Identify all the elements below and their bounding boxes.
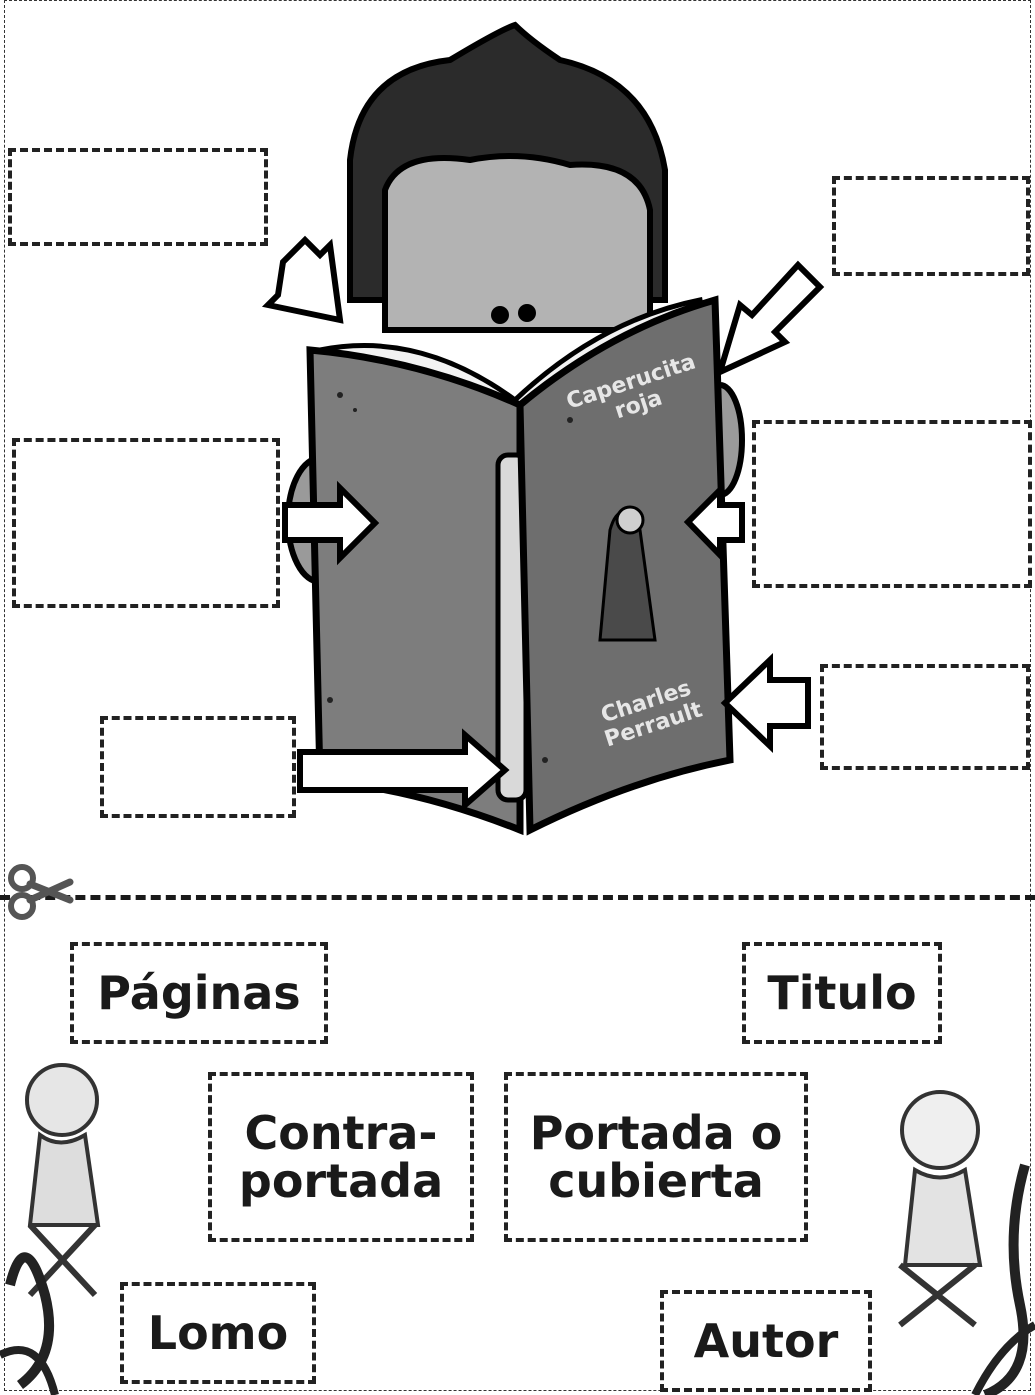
blank-top-right [832,176,1030,276]
label-lomo-text: Lomo [147,1305,289,1360]
worksheet-page [4,0,1031,1391]
scissors-icon [8,864,74,920]
blank-bottom-left [100,716,296,818]
label-lomo[interactable]: Lomo [120,1282,316,1384]
label-portada-line2: cubierta [548,1154,764,1208]
child-illustration-right [898,1090,1035,1395]
blank-middle-left [12,438,280,608]
label-autor[interactable]: Autor [660,1290,872,1392]
label-contraportada-line1: Contra- [244,1105,438,1160]
label-titulo[interactable]: Titulo [742,942,942,1044]
label-autor-text: Autor [693,1313,839,1368]
blank-middle-right [752,420,1032,588]
label-portada-line1: Portada o [529,1105,783,1160]
label-paginas-text: Páginas [97,965,301,1020]
blank-top-left [8,148,268,246]
blank-bottom-right [820,664,1030,770]
label-paginas[interactable]: Páginas [70,942,328,1044]
label-titulo-text: Titulo [767,965,917,1020]
label-contraportada-line2: portada [238,1154,444,1208]
child-illustration-left [0,1063,101,1395]
cut-line [0,895,1035,900]
label-portada[interactable]: Portada o cubierta [504,1072,808,1242]
reading-character-illustration [261,21,825,836]
label-contraportada[interactable]: Contra- portada [208,1072,474,1242]
